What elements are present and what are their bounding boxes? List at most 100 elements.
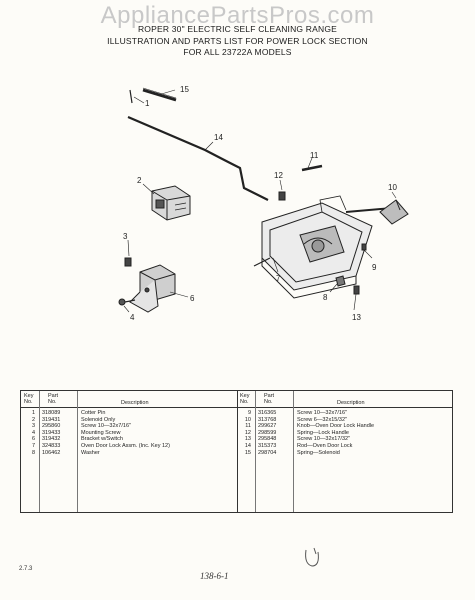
header-description: Description [337,400,365,406]
header-line-2: ILLUSTRATION AND PARTS LIST FOR POWER LO… [107,35,368,46]
table-row: 4 319433 Mounting Screw [21,430,237,437]
part-door-lock-assembly [253,195,399,299]
row-key: 10 [244,416,251,423]
table-row: 1 318089 Cotter Pin [21,410,237,417]
row-description: Screw 10—32x7/16" [81,423,131,430]
table-row: 14 315373 Rod—Oven Door Lock [237,443,452,450]
part-screw-3 [124,239,132,267]
row-part-number: 298599 [258,429,277,436]
table-row: 13 295848 Screw 10—32x17/32" [237,436,452,443]
part-screw-13 [278,179,286,201]
callout-13: 12 [274,171,283,180]
part-screw-10 [361,243,373,259]
row-description: Screw 10—32x17/32" [297,436,351,443]
row-description: Rod—Oven Door Lock [297,442,353,449]
row-key: 12 [244,429,251,436]
row-part-number: 316365 [258,410,277,416]
row-key: 4 [31,429,35,436]
callout-2: 2 [137,176,142,185]
row-key: 14 [244,442,251,449]
part-lock-handle-spring [301,157,323,172]
part-screw-9 [353,285,360,311]
row-part-number: 313768 [258,416,277,423]
part-cotter-pin [129,89,145,104]
callout-10: 9 [372,263,377,272]
callout-11: 10 [388,183,397,192]
row-key: 2 [31,416,35,423]
row-description: Knob—Oven Door Lock Handle [297,423,375,430]
callout-1: 1 [145,99,150,108]
row-part-number: 295848 [258,436,277,443]
callout-6: 6 [190,294,195,303]
parts-rows-left: 1 318089 Cotter Pin 2 319431 Solenoid Only 3 29… [21,410,237,456]
row-key: 1 [31,410,35,416]
table-row: 8 106462 Washer [21,450,237,457]
page-reference: 2.7.3 [19,566,33,572]
table-row: 12 298599 Spring—Lock Handle [237,430,452,437]
header-line-3: FOR ALL 23722A MODELS [183,47,292,57]
row-description: Oven Door Lock Assm. (Inc. Key 12) [81,442,170,449]
row-part-number: 318089 [42,410,61,416]
row-description: Solenoid Only [81,416,116,423]
part-solenoid [142,183,191,221]
row-part-number: 295860 [42,423,61,430]
row-part-number: 106462 [42,449,61,456]
callout-15: 15 [180,85,189,94]
row-key: 6 [31,436,35,443]
row-key: 13 [244,436,251,443]
row-part-number: 319431 [42,416,61,423]
row-description: Spring—Solenoid [297,449,340,456]
table-row: 3 295860 Screw 10—32x7/16" [21,423,237,430]
table-row: 10 313768 Screw 6—32x15/32" [237,417,452,424]
part-lock-rod [127,115,269,201]
table-header: Key No. Part No. Description [21,393,237,408]
callout-7: 7 [276,274,281,283]
callout-8: 8 [323,293,328,302]
handwritten-note: 138-6-1 [200,571,229,581]
row-description: Cotter Pin [81,410,106,416]
callout-9: 13 [352,313,361,322]
part-knob [379,191,409,225]
row-description: Bracket w/Switch [81,436,123,443]
row-part-number: 315373 [258,442,277,449]
row-key: 3 [31,423,35,430]
table-row: 9 316365 Screw 10—32x7/16" [237,410,452,417]
part-bracket-switch [129,264,189,313]
parts-table-left-column: Key No. Part No. Description 1 318089 Cott… [21,391,238,512]
callout-4: 4 [130,313,135,322]
row-description: Screw 6—32x15/32" [297,416,347,423]
document-header: ROPER 30" ELECTRIC SELF CLEANING RANGE I… [0,24,475,59]
table-row: 7 324833 Oven Door Lock Assm. (Inc. Key 12… [21,443,237,450]
row-description: Mounting Screw [81,429,121,436]
callout-3: 3 [123,232,128,241]
part-washer [329,275,346,293]
row-key: 15 [244,449,251,456]
header-description: Description [121,400,149,406]
row-key: 8 [31,449,35,456]
parts-list-table: Key No. Part No. Description 1 318089 Cott… [20,390,453,513]
watermark-text: AppliancePartsPros.com [100,2,375,29]
row-key: 7 [31,442,35,449]
row-key: 9 [247,410,251,416]
row-description: Washer [81,449,100,456]
table-row: 2 319431 Solenoid Only [21,417,237,424]
callout-12: 11 [310,151,319,160]
header-part: Part No. [264,393,275,405]
part-solenoid-spring [142,87,177,102]
exploded-parts-diagram: 15 1 14 2 3 6 4 7 11 12 10 9 8 13 [118,85,409,322]
header-part: Part No. [48,393,59,405]
row-part-number: 319432 [42,436,61,443]
row-description: Spring—Lock Handle [297,429,349,436]
row-part-number: 298704 [258,449,277,456]
row-key: 11 [245,423,251,430]
header-key: Key No. [240,393,250,405]
handwritten-mark-icon [305,547,319,567]
table-row: 6 319432 Bracket w/Switch [21,436,237,443]
row-description: Screw 10—32x7/16" [297,410,347,416]
row-part-number: 324833 [42,442,61,449]
row-part-number: 319433 [42,429,61,436]
header-line-1: ROPER 30" ELECTRIC SELF CLEANING RANGE [137,24,338,34]
header-key: Key No. [24,393,34,405]
